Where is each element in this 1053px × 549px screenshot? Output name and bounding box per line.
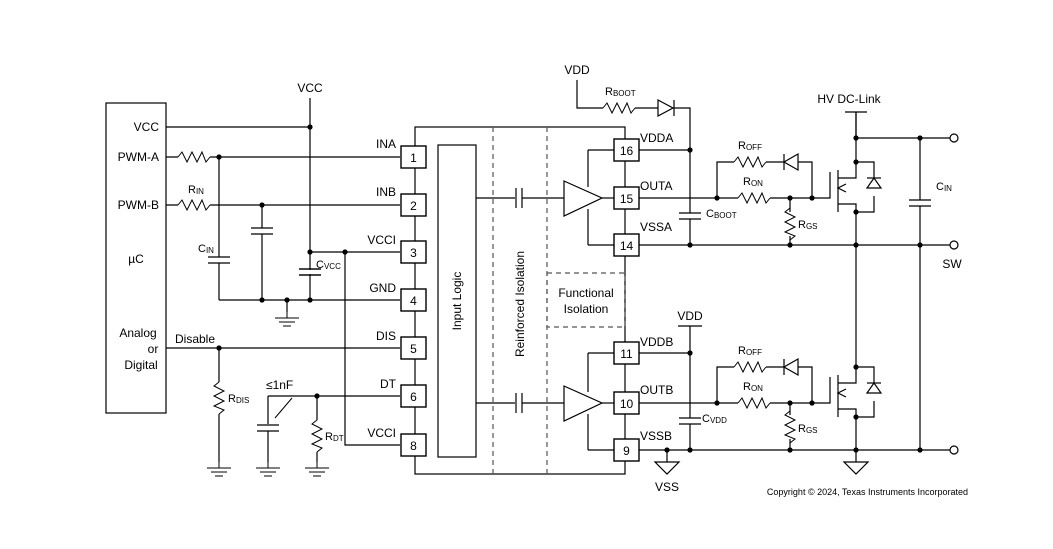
svg-text:9: 9 [623,444,630,458]
disable-label: Disable [175,332,215,346]
low-side-circuit: VDD CVDD VSS RON ROFF RGS [639,245,959,494]
r-gs-a-label: RGS [798,219,818,231]
c-vcc-label: CVCC [316,259,341,271]
right-pin-14: 14 VSSA [613,220,672,257]
right-pin-16: 16 VDDA [613,131,673,162]
mcu-pin-pwm-b: PWM-B [118,198,159,212]
r-in-label: RIN [188,184,204,196]
svg-text:3: 3 [410,246,417,260]
high-side-circuit: VDD RBOOT CBOOT SW RON ROFF RGS [564,63,962,450]
svg-text:OUTA: OUTA [640,179,672,193]
svg-text:1: 1 [410,151,417,165]
left-pin-5: 5 DIS [376,329,427,360]
left-pin-8: 8 VCCI [367,426,427,457]
right-pin-10: 10 OUTB [613,383,673,415]
svg-text:VSSA: VSSA [640,220,672,234]
svg-text:OUTB: OUTB [640,383,673,397]
mcu-pin-control-3: Digital [124,358,157,372]
c-in-right-label: CIN [936,181,952,193]
c-boot-label: CBOOT [706,208,737,220]
c-dt-label: ≤1nF [266,378,293,392]
functional-isolation-label-2: Isolation [564,302,609,316]
r-on-b-label: RON [743,381,763,393]
r-dt-label: RDT [325,431,344,443]
svg-text:GND: GND [369,281,396,295]
svg-text:14: 14 [620,239,634,253]
gate-driver-ic: Input Logic Reinforced Isolation Functio… [367,126,673,475]
input-side-wiring: VCC RIN CIN CVCC [166,81,400,477]
r-off-b-label: ROFF [738,345,762,357]
left-pin-2: 2 INB [376,185,427,217]
svg-text:VDDB: VDDB [640,335,673,349]
r-boot-label: RBOOT [605,86,636,98]
mcu-name: µC [128,252,144,266]
functional-isolation-label-1: Functional [558,286,613,300]
functional-isolation-block [546,272,626,328]
input-logic-label: Input Logic [450,272,464,331]
svg-text:VSSB: VSSB [640,429,672,443]
svg-text:VDDA: VDDA [640,131,673,145]
c-in-left-label: CIN [198,243,214,255]
svg-text:10: 10 [620,397,634,411]
copyright: Copyright © 2024, Texas Instruments Inco… [767,487,968,497]
svg-text:DT: DT [380,377,397,391]
microcontroller: µC VCC PWM-A PWM-B Analog or Digital [105,102,167,414]
svg-text:6: 6 [410,390,417,404]
svg-text:15: 15 [620,192,634,206]
svg-text:11: 11 [620,347,633,361]
r-gs-b-label: RGS [798,423,818,435]
svg-text:VCCI: VCCI [367,233,396,247]
sw-label: SW [942,257,962,271]
hv-dc-link-label: HV DC-Link [817,92,881,106]
c-vdd-label: CVDD [702,413,727,425]
reinforced-isolation-label: Reinforced Isolation [513,251,527,357]
right-pin-9: 9 VSSB [613,429,672,462]
svg-text:5: 5 [410,342,417,356]
input-logic-block [437,144,477,458]
mcu-pin-control-1: Analog [119,326,156,340]
mcu-pin-pwm-a: PWM-A [118,150,159,164]
r-off-a-label: ROFF [738,140,762,152]
r-on-a-label: RON [743,176,763,188]
mcu-pin-vcc: VCC [134,120,160,134]
svg-text:INA: INA [376,137,396,151]
svg-text:8: 8 [410,439,417,453]
svg-text:DIS: DIS [376,329,396,343]
left-pin-3: 3 VCCI [367,233,427,264]
vcc-top-label: VCC [297,81,323,95]
vss-label: VSS [655,480,679,494]
right-pin-15: 15 OUTA [613,179,672,210]
left-pin-4: 4 GND [369,281,427,312]
r-dis-label: RDIS [228,393,249,405]
vdd-boot-label: VDD [564,63,590,77]
svg-text:2: 2 [410,199,417,213]
left-pin-6: 6 DT [380,377,427,408]
right-pin-11: 11 VDDB [613,335,673,365]
svg-text:16: 16 [620,144,634,158]
svg-text:VCCI: VCCI [367,426,396,440]
svg-text:4: 4 [410,294,417,308]
vdd-low-label: VDD [677,309,703,323]
mcu-pin-control-2: or [148,342,159,356]
svg-text:INB: INB [376,185,396,199]
left-pin-1: 1 INA [376,137,427,169]
